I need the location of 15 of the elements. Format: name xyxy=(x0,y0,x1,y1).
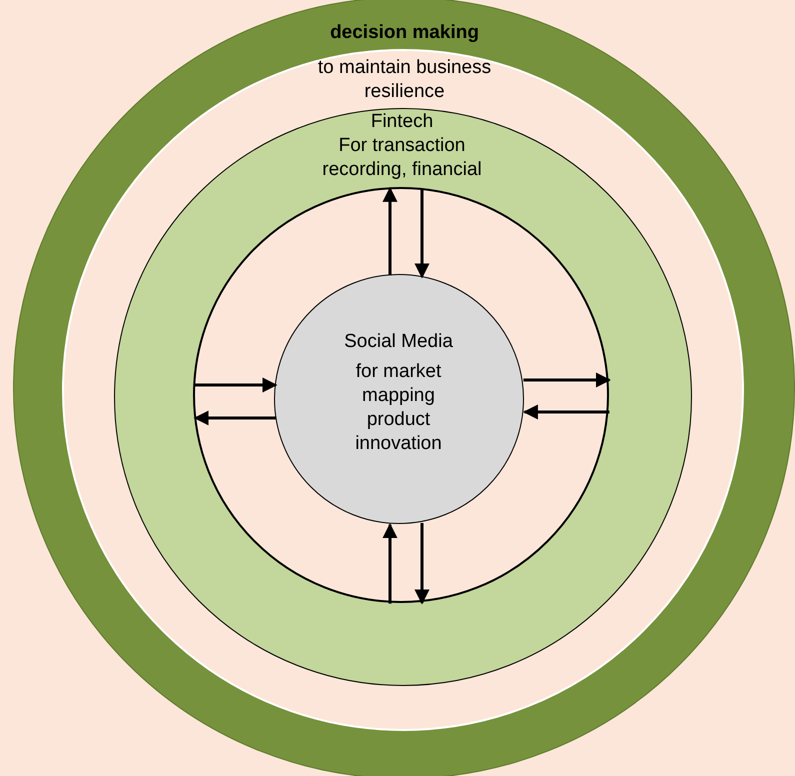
arrow xyxy=(382,523,398,604)
heading-text: Fintech xyxy=(370,110,434,134)
description-text: for market mapping product innovation xyxy=(354,360,443,456)
arrow xyxy=(382,186,398,276)
heading-text: decision making xyxy=(329,20,480,44)
arrow xyxy=(414,523,430,605)
arrow xyxy=(522,404,610,420)
arrow xyxy=(194,410,276,426)
ring-circle xyxy=(13,0,795,776)
description-text: to maintain business resilience xyxy=(316,56,492,104)
arrow xyxy=(523,372,611,388)
arrow xyxy=(414,188,430,278)
heading-text: Social Media xyxy=(343,330,454,354)
description-text: For transaction recording, financial xyxy=(321,134,483,182)
arrow xyxy=(194,378,278,392)
